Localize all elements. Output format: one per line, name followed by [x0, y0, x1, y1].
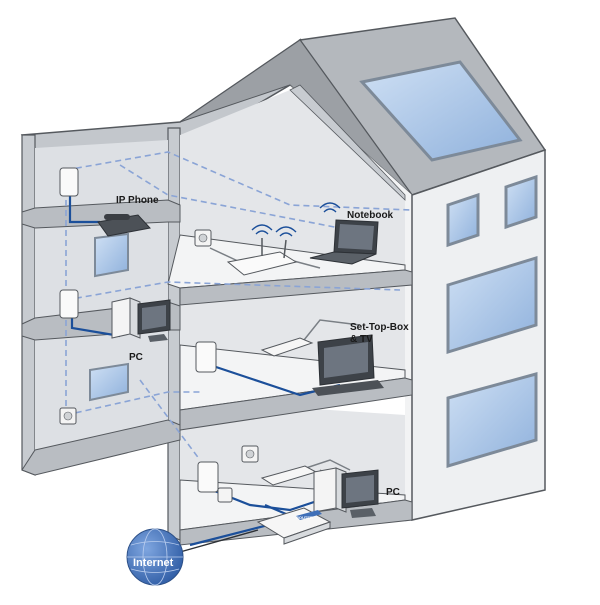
- left-front-wall: [21, 134, 36, 476]
- label-pc-upper: PC: [129, 352, 143, 363]
- dsl-router-icon: ROUTER: [256, 507, 332, 545]
- wall-socket-icon: [59, 229, 259, 503]
- globe-icon: [126, 528, 184, 586]
- monitor-lower-icon: [341, 469, 379, 518]
- label-set-top-box: Set-Top-Box: [350, 322, 409, 333]
- window-left-low: [89, 362, 129, 402]
- pc-tower-lower-icon: [313, 467, 347, 513]
- router-icon: [226, 238, 298, 276]
- label-tv: & TV: [350, 334, 373, 345]
- facade-windows: [446, 174, 538, 469]
- phone-icon: [97, 214, 151, 237]
- tv-icon: [312, 334, 384, 396]
- router-brand-label: ROUTER: [296, 515, 313, 520]
- label-notebook: Notebook: [347, 210, 394, 221]
- label-pc-lower: PC: [386, 487, 400, 498]
- label-ip-phone: IP Phone: [116, 195, 159, 206]
- skylight: [359, 60, 523, 162]
- power-strip-icon: [260, 337, 318, 486]
- label-internet: Internet: [133, 557, 174, 569]
- laptop-icon: [309, 219, 379, 265]
- pc-tower-icon: [111, 297, 141, 339]
- room-divider: [289, 84, 406, 201]
- window-left-mid: [94, 232, 129, 278]
- powerline-adapter-icon: [59, 167, 219, 493]
- monitor-icon: [137, 299, 171, 342]
- internet-cable: [179, 529, 259, 553]
- center-front-wall: [167, 127, 181, 541]
- wifi-signal-icon: [251, 202, 341, 237]
